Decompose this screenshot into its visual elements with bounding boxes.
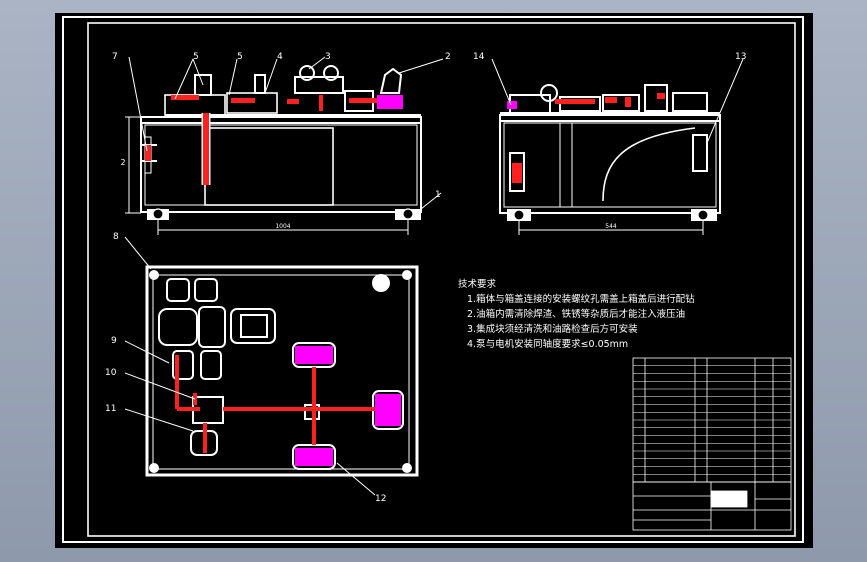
dim-side-width-label: 544 xyxy=(605,223,617,230)
top-view-piping xyxy=(175,355,375,453)
part-label-13: 13 xyxy=(735,52,746,62)
part-label-6: 5 xyxy=(193,52,199,62)
front-view-highlights xyxy=(145,95,403,185)
dim-height-label: 2 xyxy=(120,158,125,167)
top-view xyxy=(145,265,419,477)
part-label-9: 9 xyxy=(111,336,117,346)
part-label-11: 11 xyxy=(105,404,116,414)
inner-border xyxy=(87,22,796,537)
tech-requirements-title: 技术要求 xyxy=(458,279,497,290)
tech-requirement-3: 3.集成块须经清洗和油路检查后方可安装 xyxy=(467,324,638,335)
part-label-14: 14 xyxy=(473,52,485,62)
drawing-sheet: 2 1004 544 xyxy=(62,16,804,543)
side-view-highlights xyxy=(507,93,665,183)
part-label-5: 5 xyxy=(237,52,243,62)
part-label-8: 8 xyxy=(113,232,119,242)
dim-front-width-label: 1004 xyxy=(275,223,290,230)
technical-requirements: 技术要求 1.箱体与箱盖连接的安装螺纹孔需盖上箱盖后进行配钻 2.油箱内需清除焊… xyxy=(455,277,695,352)
tech-requirement-2: 2.油箱内需清除焊渣、铁锈等杂质后才能注入液压油 xyxy=(467,309,686,320)
side-view xyxy=(499,84,721,235)
outer-border xyxy=(62,16,804,543)
part-number-labels: 7 5 5 4 3 2 1 14 13 8 9 10 11 12 xyxy=(105,52,746,504)
cad-drawing-viewport[interactable]: 2 1004 544 xyxy=(55,13,813,548)
tech-requirement-1: 1.箱体与箱盖连接的安装螺纹孔需盖上箱盖后进行配钻 xyxy=(467,294,695,305)
part-label-12: 12 xyxy=(375,494,386,504)
part-label-7: 7 xyxy=(112,52,118,62)
front-view xyxy=(125,65,422,235)
part-label-2: 2 xyxy=(445,52,451,62)
parts-list-rows xyxy=(633,365,791,475)
tech-requirement-4: 4.泵与电机安装同轴度要求≤0.05mm xyxy=(467,339,629,350)
top-view-valve-highlights xyxy=(295,346,401,466)
part-label-4: 4 xyxy=(277,52,283,62)
part-label-3: 3 xyxy=(325,52,331,62)
part-label-1: 1 xyxy=(435,190,441,200)
part-label-10: 10 xyxy=(105,368,117,378)
title-block xyxy=(632,481,792,531)
leader-lines xyxy=(124,56,744,496)
